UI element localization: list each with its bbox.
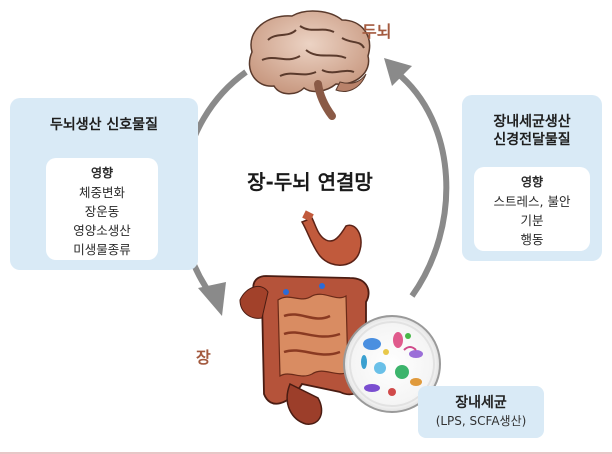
gut-microbes-title: 장내세균	[455, 395, 507, 411]
effect-item: 영양소생산	[73, 223, 131, 238]
bottom-divider	[0, 452, 612, 454]
microbe-circle	[343, 315, 441, 413]
brain-signals-title: 두뇌생산 신호물질	[50, 117, 158, 133]
effect-item: 미생물종류	[73, 242, 131, 257]
brain-signals-panel: 두뇌생산 신호물질 영향 체중변화 장운동 영양소생산 미생물종류	[10, 98, 198, 270]
brain-signals-effects-box: 영향 체중변화 장운동 영양소생산 미생물종류	[46, 158, 158, 260]
effect-item: 장운동	[84, 204, 120, 219]
effect-item: 체중변화	[78, 185, 125, 200]
effects-heading: 영향	[90, 166, 114, 180]
title-line: 신경전달물질	[493, 132, 571, 148]
arrow-gut-to-brain	[384, 58, 450, 298]
gut-illustration	[239, 210, 370, 425]
gut-label: 장	[196, 348, 211, 367]
microbe-effects-box: 영향 스트레스, 불안 기분 행동	[474, 167, 590, 251]
diagram-title: 장-두뇌 연결망	[247, 170, 373, 194]
gut-microbes-label-box: 장내세균 (LPS, SCFA생산)	[418, 386, 544, 438]
effect-item: 기분	[520, 213, 544, 228]
microbe-neurotransmitter-title: 장내세균생산 신경전달물질	[462, 113, 602, 149]
effects-heading: 영향	[520, 175, 544, 189]
title-line: 장내세균생산	[493, 114, 571, 130]
effect-item: 행동	[520, 232, 544, 247]
brain-illustration	[248, 10, 371, 120]
microbe-neurotransmitter-panel: 장내세균생산 신경전달물질 영향 스트레스, 불안 기분 행동	[462, 95, 602, 261]
gut-microbes-subtitle: (LPS, SCFA생산)	[435, 414, 527, 428]
brain-label: 두뇌	[362, 22, 392, 41]
effect-item: 스트레스, 불안	[493, 194, 571, 209]
